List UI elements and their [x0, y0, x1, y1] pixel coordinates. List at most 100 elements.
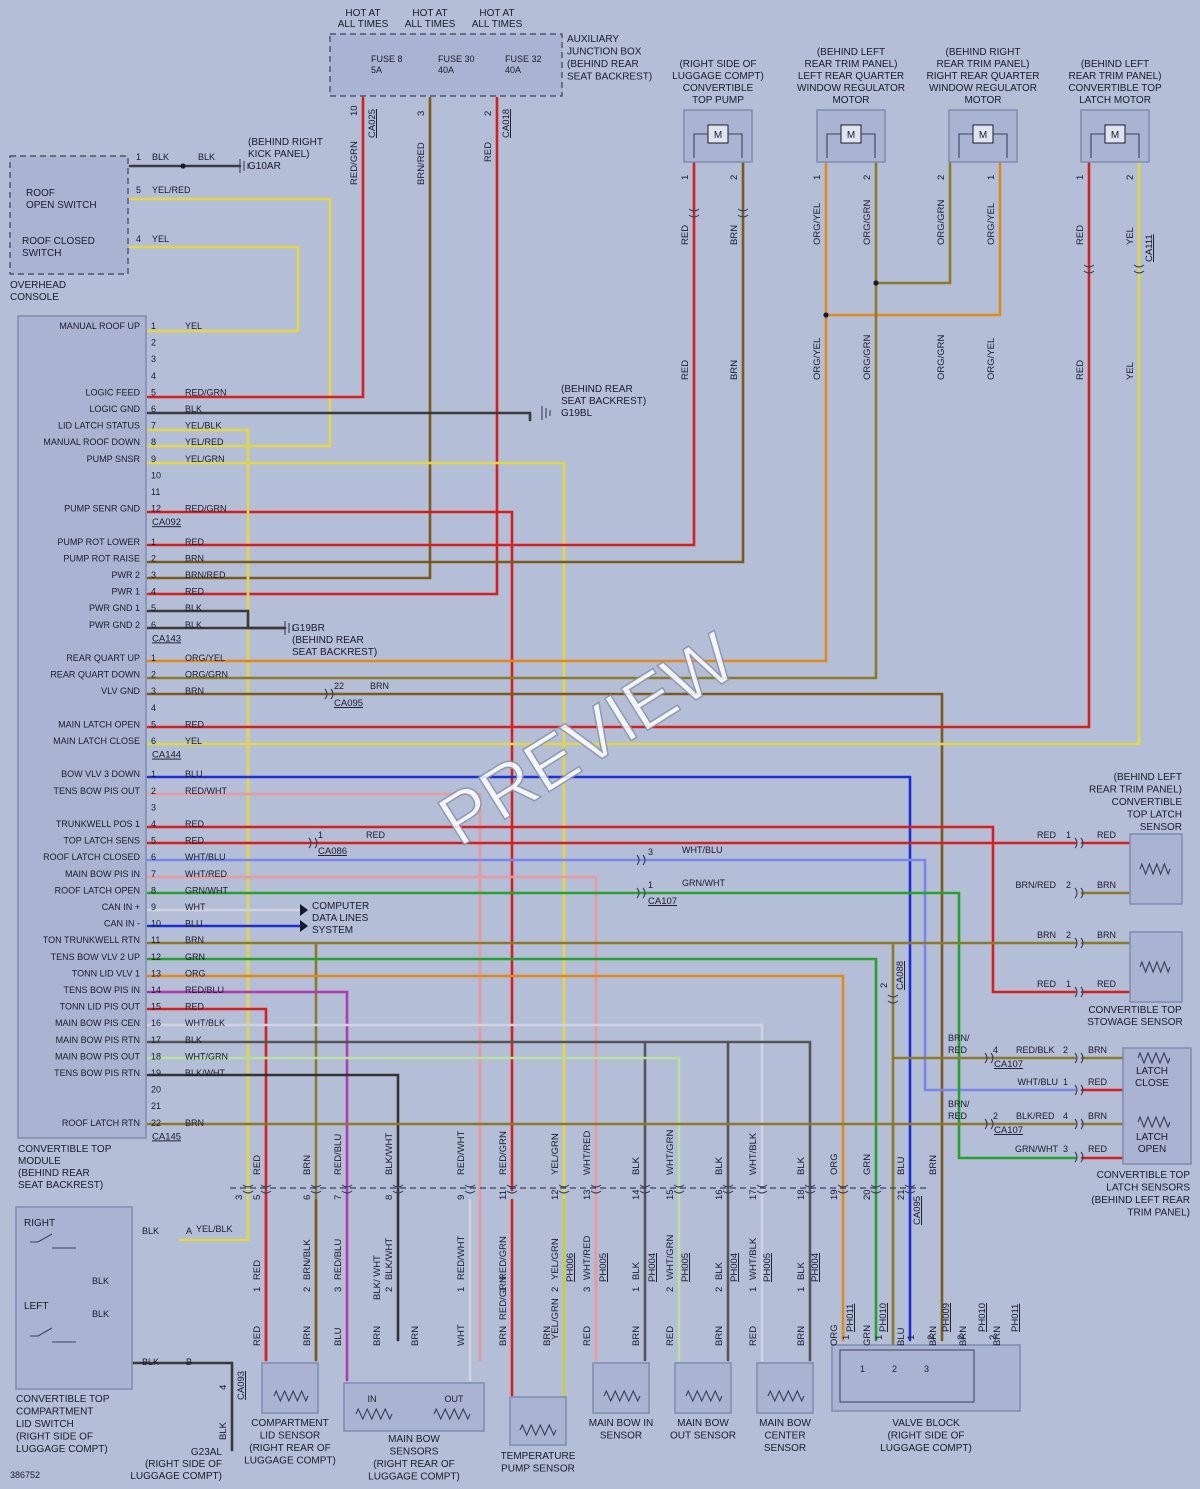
module-func-3-11: TENS BOW VLV 2 UP	[51, 952, 140, 962]
sensor-wire-13: BRN	[796, 1326, 807, 1346]
module-pin-2-4: 5	[151, 719, 156, 729]
module-pin-1-4: 5	[151, 603, 156, 613]
motor-pump-wire-0: RED	[680, 225, 691, 245]
bottom-wire-6: YEL/GRN	[550, 1133, 561, 1175]
motor-right-wire2-0: ORG/GRN	[936, 334, 947, 380]
bottom-bracket-5	[464, 1184, 476, 1194]
fuse-amp-3: 40A	[505, 65, 521, 75]
lsensor-bracket-a-0	[984, 1052, 994, 1064]
module-func-1-0: PUMP ROT LOWER	[57, 537, 140, 547]
module-wire-2-1: ORG/GRN	[185, 670, 228, 680]
module-func-3-1: TENS BOW PIS OUT	[53, 786, 140, 796]
motor-latch-wire2-1: YEL	[1125, 362, 1136, 380]
g10ar-ground	[239, 159, 249, 173]
lower-wire-10: BLK	[714, 1261, 725, 1280]
lower-wire-1: BRN/BLK	[302, 1239, 313, 1280]
latch-open-resistor	[1137, 1115, 1171, 1129]
sensor-label-5-line-3: SENSOR	[764, 1443, 806, 1454]
lid-switch-label-line-5: LUGGAGE COMPT)	[16, 1444, 108, 1455]
bottom-bracket-3	[341, 1184, 353, 1194]
module-func-0-5: LOGIC GND	[89, 404, 140, 414]
fuse-box	[329, 33, 563, 97]
bottom-bracket-13	[804, 1184, 816, 1194]
main-bow-pis-out-wire	[146, 1056, 681, 1362]
fuse-name-3: FUSE 32	[505, 54, 542, 64]
sensor-label-4-line-1: MAIN BOW	[677, 1418, 729, 1429]
module-pin-3-17: 18	[151, 1051, 161, 1061]
pump-bracket-2	[737, 208, 749, 218]
bottom-pin-1: 5	[252, 1195, 263, 1200]
main-bow-in-sensor-resistor	[603, 1389, 641, 1403]
right-motor-label-line-2: REAR TRIM PANEL)	[937, 59, 1030, 70]
lid-left: LEFT	[24, 1301, 48, 1312]
main-bow-in-sensor-box	[592, 1362, 650, 1414]
lsensor-pin-0: 4	[993, 1045, 998, 1055]
bottom-wire-3: BLK/WHT	[384, 1133, 395, 1175]
lsensor-wire-a-2: BRN/	[948, 1099, 970, 1109]
module-conn-2: CA144	[152, 750, 181, 761]
fuse-hot-1-line-2: ALL TIMES	[338, 19, 389, 30]
bottom-pin-0: 3	[234, 1195, 245, 1200]
compartment-lid-sensor-resistor	[273, 1389, 309, 1403]
fuse-box-label-line-1: AUXILIARY	[567, 34, 619, 45]
lsensor-wire-a-0: BRN/	[948, 1033, 970, 1043]
ph-code-9: PH009	[941, 1303, 952, 1332]
lsensor-pin-3: 3	[1063, 1144, 1068, 1154]
lid-wire-4: BLK	[142, 1357, 159, 1367]
ph-code-8: PH010	[878, 1303, 889, 1332]
wires-layer	[128, 96, 1141, 1452]
motor-pump-wire2-0: RED	[680, 360, 691, 380]
quarter-splice-1	[823, 312, 829, 318]
bottom-bracket-14	[837, 1184, 849, 1194]
main-bow-out-resistor	[433, 1407, 471, 1421]
ca086-code: CA086	[318, 846, 347, 857]
bottom-pin-8: 13	[582, 1189, 593, 1200]
bottom-pin-14: 19	[829, 1189, 840, 1200]
module-wire-1-4: BLK	[185, 603, 202, 613]
pwr1-wire	[146, 96, 499, 596]
latch-sensors-box	[1122, 1047, 1192, 1165]
roof-latch-closed-wire	[146, 858, 1077, 1092]
module-pin-3-4: 5	[151, 836, 156, 846]
module-pin-2-3: 4	[151, 703, 156, 713]
temperature-pump-sensor-resistor	[519, 1423, 557, 1437]
module-pin-2-5: 6	[151, 736, 156, 746]
module-wire-2-5: YEL	[185, 736, 202, 746]
lower-wire-3: BLK/WHT	[384, 1238, 395, 1280]
module-pin-3-1: 2	[151, 786, 156, 796]
module-wire-3-4: RED	[185, 836, 205, 846]
bottom-ca095: CA095	[912, 1196, 923, 1225]
lid-wire-3: BLK	[92, 1309, 109, 1319]
lsensor-code-0: CA107	[994, 1059, 1023, 1070]
lsensor-label-line-1: CONVERTIBLE TOP	[1097, 1170, 1191, 1181]
computer-data-label-line-3: SYSTEM	[312, 925, 353, 936]
bottom-bracket-1	[260, 1184, 272, 1194]
fuse-wire-3: RED	[483, 142, 494, 162]
latch-motor-leads	[1090, 133, 1140, 158]
lid-switch-label-line-2: COMPARTMENT	[16, 1407, 93, 1418]
g10ar-label-line-1: (BEHIND RIGHT	[248, 137, 323, 148]
overhead-wire2-1: BLK	[198, 152, 215, 162]
sensor-label-2-line-2: PUMP SENSOR	[501, 1464, 575, 1475]
module-wire-1-2: BRN/RED	[185, 570, 226, 580]
sensor-wire-12: RED	[748, 1326, 759, 1346]
lower-wire-7: WHT/RED	[582, 1236, 593, 1280]
fuse-pin-2: 3	[416, 111, 427, 116]
lower-pin-2: 3	[333, 1287, 344, 1292]
bottom-bracket-12	[756, 1184, 768, 1194]
main-bow-sensors-box	[343, 1382, 485, 1432]
top-latch-pin-0: 1	[1066, 830, 1071, 840]
module-wire-2-2: BRN	[185, 686, 204, 696]
overhead-wire-3: YEL	[152, 234, 169, 244]
module-wire-3-21: BRN	[185, 1118, 204, 1128]
lower-pin-0: 1	[252, 1287, 263, 1292]
module-wire-3-3: RED	[185, 819, 205, 829]
top-latch-sensor-label-line-1: (BEHIND LEFT	[1114, 772, 1182, 783]
pump-motor-symbol: M	[714, 130, 722, 141]
bottom-pin-3: 7	[333, 1195, 344, 1200]
sensor-label-6-line-3: LUGGAGE COMPT)	[880, 1443, 972, 1454]
bottom-wire-10: BLK	[714, 1156, 725, 1175]
main-latch-open-wire	[146, 158, 1091, 729]
module-pin-3-19: 20	[151, 1085, 161, 1095]
right-motor-label-line-5: MOTOR	[964, 95, 1001, 106]
